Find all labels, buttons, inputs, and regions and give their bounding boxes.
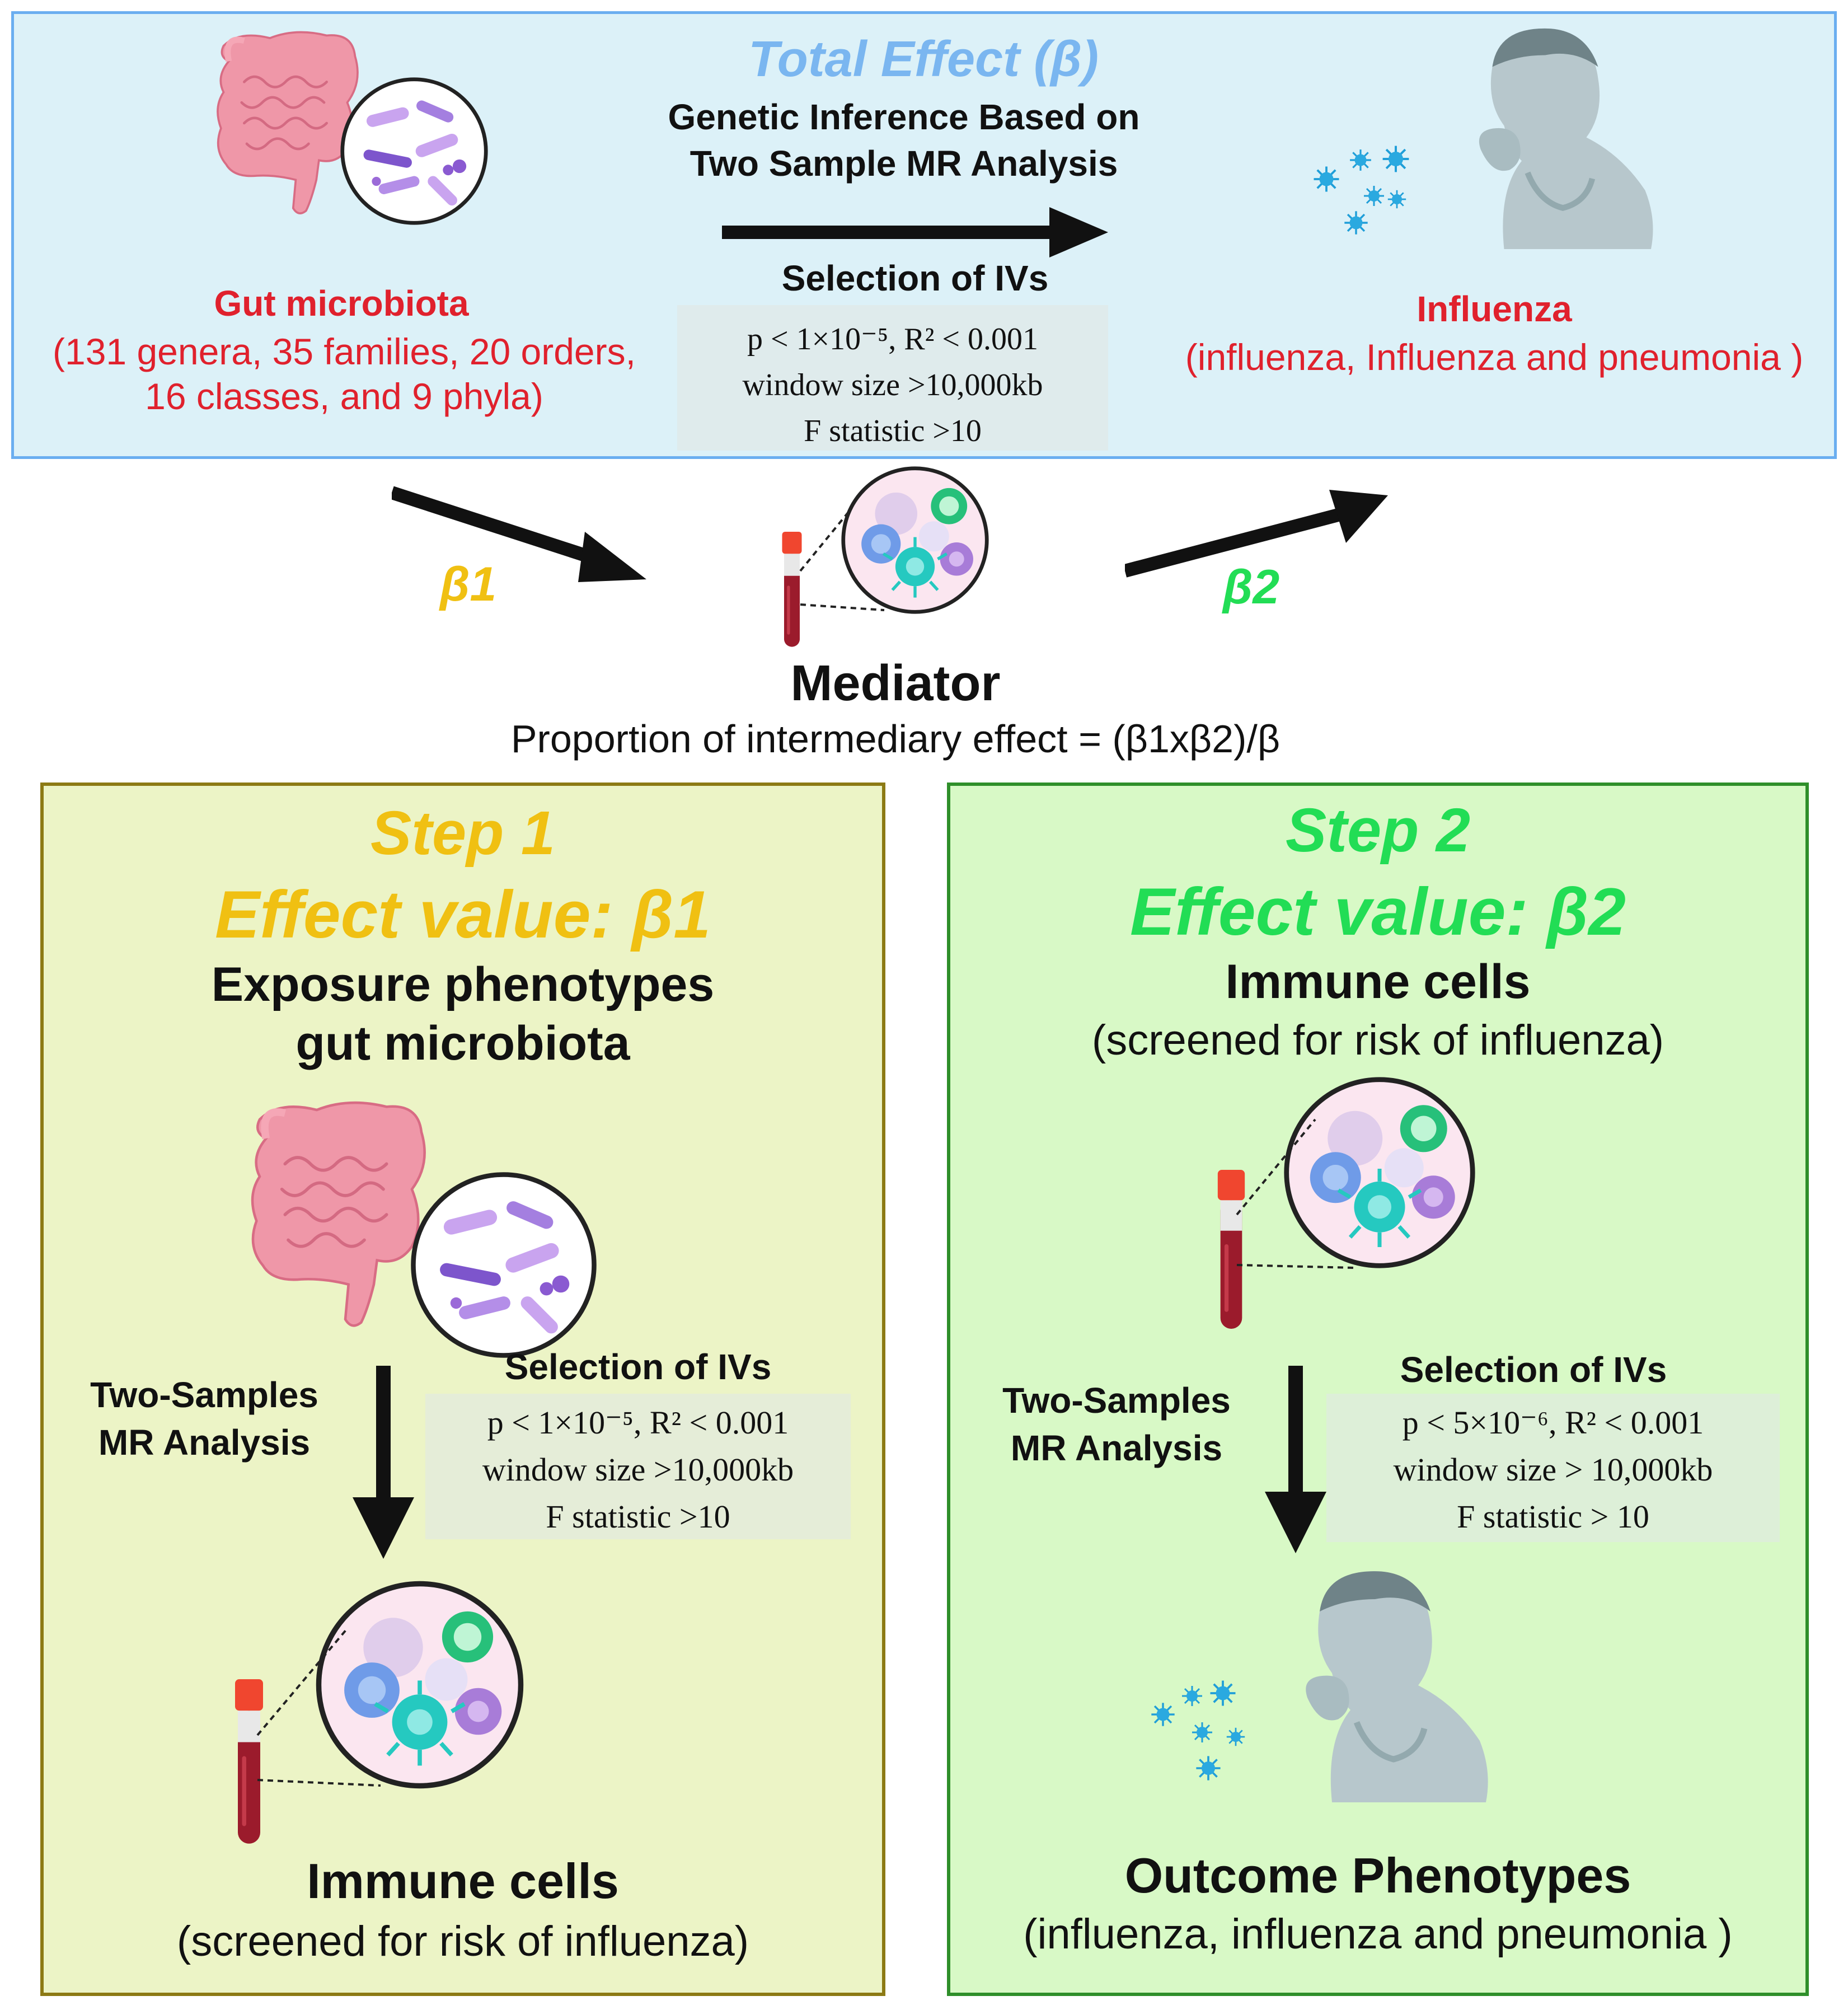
beta1-arrow-icon <box>392 486 646 582</box>
intestine-icon <box>241 1075 431 1355</box>
top-criteria-p: p < 1×10⁻⁵, R² < 0.001 <box>747 322 1038 357</box>
top-criteria-box: p < 1×10⁻⁵, R² < 0.001 window size >10,0… <box>677 305 1108 451</box>
step1-method-line1: Two-Samples <box>90 1375 318 1415</box>
total-effect-arrow-icon <box>722 207 1108 257</box>
step1-criteria-f: F statistic >10 <box>546 1498 730 1535</box>
zoom-lines <box>1236 1118 1355 1269</box>
step2-result-title: Outcome Phenotypes <box>1124 1848 1631 1903</box>
outcome-title: Influenza <box>1417 289 1572 329</box>
bacteria-circle-icon <box>409 1170 599 1360</box>
step2-title: Step 2 <box>1285 796 1471 865</box>
genetic-inference-line2: Two Sample MR Analysis <box>690 143 1118 184</box>
beta2-label: β2 <box>1223 560 1280 614</box>
virus-icon <box>1209 1679 1237 1707</box>
virus-icon <box>1195 1755 1222 1782</box>
virus-icon <box>1312 165 1340 193</box>
mediator-formula: Proportion of intermediary effect = (β1x… <box>510 717 1281 761</box>
virus-icon <box>1226 1727 1246 1747</box>
exposure-detail-line1: (131 genera, 35 families, 20 orders, <box>53 331 636 372</box>
beta1-label: β1 <box>440 557 497 611</box>
virus-icon <box>1363 185 1385 207</box>
virus-icon <box>1181 1685 1203 1707</box>
step2-result-subtitle: (influenza, influenza and pneumonia ) <box>1023 1910 1733 1958</box>
step2-down-arrow-icon <box>1265 1366 1326 1553</box>
step2-heading-line2: (screened for risk of influenza) <box>1091 1016 1664 1064</box>
virus-icon <box>1387 189 1407 209</box>
step1-result-title: Immune cells <box>307 1853 619 1909</box>
exposure-title: Gut microbiota <box>214 283 469 324</box>
step2-method-line1: Two-Samples <box>1002 1380 1231 1421</box>
step1-down-arrow-icon <box>353 1366 414 1559</box>
virus-icon <box>1191 1721 1213 1744</box>
step1-criteria-p: p < 1×10⁻⁵, R² < 0.001 <box>487 1404 789 1441</box>
mediator-title: Mediator <box>790 655 1001 711</box>
step2-criteria-box: p < 5×10⁻⁶, R² < 0.001 window size > 10,… <box>1326 1394 1780 1542</box>
coughing-person-icon <box>1220 1556 1505 1802</box>
coughing-person-icon <box>1388 14 1679 249</box>
genetic-inference-line1: Genetic Inference Based on <box>668 97 1140 137</box>
exposure-detail-line2: 16 classes, and 9 phyla) <box>145 376 543 417</box>
step1-criteria-window: window size >10,000kb <box>482 1451 794 1488</box>
outcome-detail: (influenza, Influenza and pneumonia ) <box>1185 336 1804 378</box>
step2-criteria-p: p < 5×10⁻⁶, R² < 0.001 <box>1402 1404 1704 1441</box>
virus-icon <box>1381 144 1410 174</box>
top-selection-title: Selection of IVs <box>781 258 1049 298</box>
step1-criteria-box: p < 1×10⁻⁵, R² < 0.001 window size >10,0… <box>425 1394 851 1539</box>
step2-criteria-f: F statistic > 10 <box>1457 1498 1649 1535</box>
top-criteria-window: window size >10,000kb <box>742 368 1043 402</box>
virus-icon <box>1150 1702 1176 1727</box>
step2-criteria-window: window size > 10,000kb <box>1393 1451 1713 1488</box>
virus-icon <box>1349 148 1372 172</box>
bacteria-circle-icon <box>339 76 490 227</box>
step2-heading-line1: Immune cells <box>1225 955 1531 1009</box>
step2-method-line2: MR Analysis <box>1010 1428 1223 1468</box>
step1-heading-line2: gut microbiota <box>296 1016 630 1070</box>
step2-effect-value: Effect value: β2 <box>1130 874 1626 949</box>
top-criteria-f: F statistic >10 <box>804 414 982 448</box>
step1-panel <box>40 783 885 1996</box>
total-effect-title: Total Effect (β) <box>748 31 1099 87</box>
step2-selection-title: Selection of IVs <box>1400 1350 1667 1390</box>
step1-selection-title: Selection of IVs <box>504 1347 772 1387</box>
virus-icon <box>1343 210 1369 236</box>
step1-result-subtitle: (screened for risk of influenza) <box>176 1918 749 1965</box>
zoom-lines <box>799 508 885 611</box>
step1-heading-line1: Exposure phenotypes <box>211 958 715 1011</box>
step1-method-line2: MR Analysis <box>98 1422 311 1463</box>
step1-title: Step 1 <box>370 799 556 868</box>
beta2-arrow-icon <box>1125 490 1388 578</box>
step1-effect-value: Effect value: β1 <box>215 877 711 952</box>
zoom-lines <box>256 1628 381 1787</box>
